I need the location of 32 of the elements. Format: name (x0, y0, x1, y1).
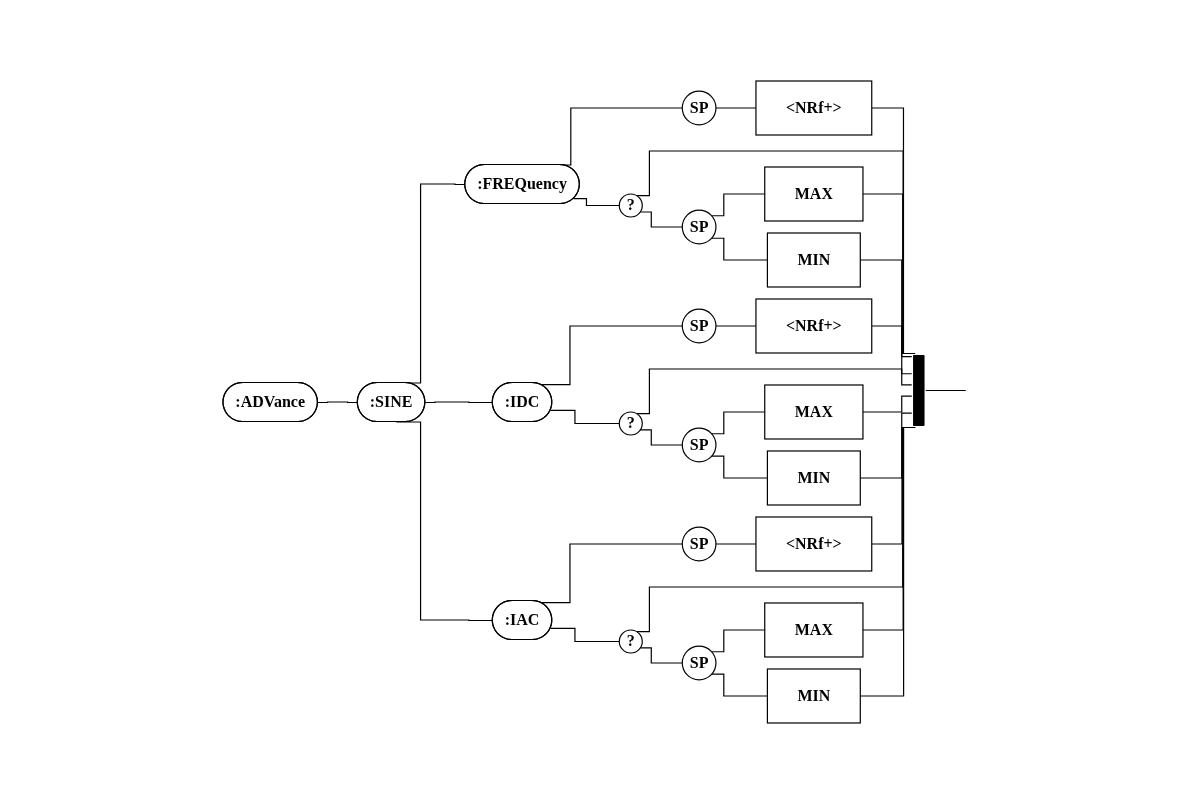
keyword-circle: SP (681, 526, 717, 561)
keyword-circle: ? (618, 410, 643, 436)
parameter-box: <NRf+> (755, 79, 873, 136)
keyword-circle: SP (681, 308, 717, 343)
keyword-circle: SP (681, 90, 717, 125)
parameter-box: MIN (766, 231, 861, 288)
parameter-box: <NRf+> (755, 515, 873, 572)
parameter-box: MIN (766, 449, 861, 506)
connector-line (550, 409, 620, 424)
bus-bar (913, 354, 925, 426)
connector-line (550, 627, 620, 642)
command-node: :IDC (491, 381, 553, 422)
command-node: :ADVance (222, 381, 319, 422)
keyword-circle: ? (618, 192, 643, 218)
parameter-box: MAX (764, 165, 864, 222)
parameter-box: MIN (766, 667, 861, 724)
keyword-circle: SP (681, 427, 717, 462)
connector-line (573, 197, 620, 206)
keyword-circle: SP (681, 645, 717, 680)
parameter-box: MAX (764, 383, 864, 440)
connector-line (639, 210, 683, 228)
keyword-circle: ? (618, 628, 643, 654)
connector-line (639, 646, 683, 664)
keyword-circle: SP (681, 209, 717, 244)
connector-line (871, 324, 913, 374)
command-node: :FREQuency (464, 163, 580, 204)
connector-line (925, 389, 967, 391)
command-node: :IAC (491, 599, 553, 640)
command-node: :SINE (356, 381, 426, 422)
connector-line (639, 428, 683, 446)
parameter-box: MAX (764, 601, 864, 658)
parameter-box: <NRf+> (755, 297, 873, 354)
